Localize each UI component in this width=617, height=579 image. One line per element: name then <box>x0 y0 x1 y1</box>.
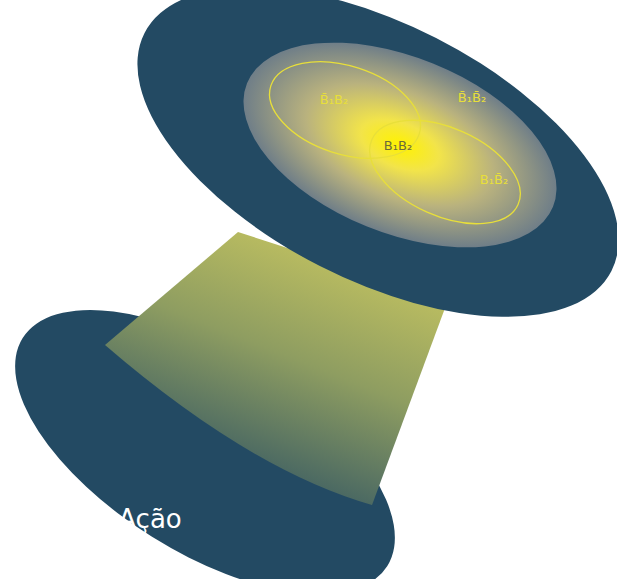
belief-glow <box>214 2 586 289</box>
region-label: B̄₁B₂ <box>320 92 348 108</box>
region-label: B₁B₂ <box>384 138 412 154</box>
venn-set-b2 <box>257 44 433 176</box>
region-label: B̄₁B̄₂ <box>458 90 486 106</box>
state-disc <box>86 0 617 385</box>
node-text: Ação <box>118 504 181 535</box>
region-label: B₁B̄₂ <box>480 172 508 188</box>
venn-set-b1 <box>354 99 536 244</box>
action-label-box: Ação <box>114 502 185 537</box>
